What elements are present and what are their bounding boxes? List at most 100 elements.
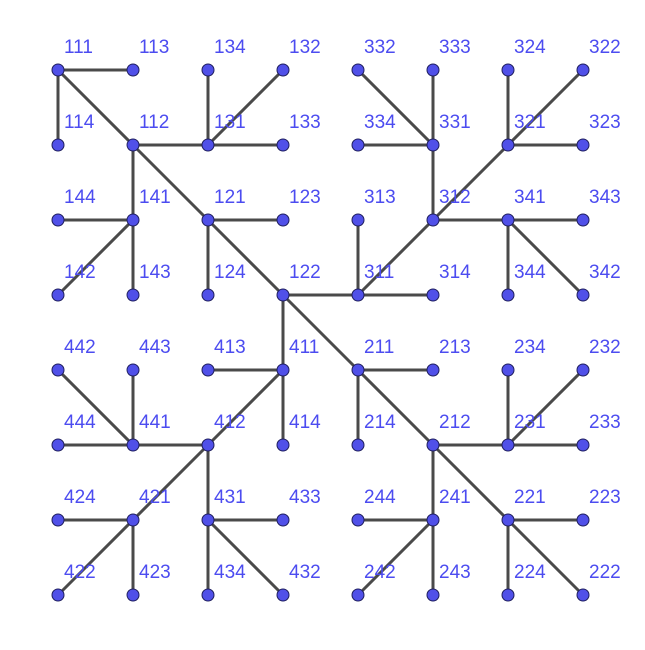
node-label-243: 243: [439, 562, 471, 583]
node-412: [201, 438, 215, 452]
edge-211-212: [356, 368, 435, 447]
node-label-344: 344: [514, 262, 546, 283]
node-121: [201, 213, 215, 227]
node-112: [126, 138, 140, 152]
node-label-143: 143: [139, 262, 171, 283]
node-label-424: 424: [64, 487, 96, 508]
edge-112-121: [131, 143, 210, 222]
edge-332-331: [356, 68, 435, 147]
node-242: [351, 588, 365, 602]
node-241: [426, 513, 440, 527]
node-label-231: 231: [514, 412, 546, 433]
node-label-331: 331: [439, 112, 471, 133]
edge-422-421: [56, 518, 135, 597]
node-label-132: 132: [289, 37, 321, 58]
node-213: [426, 363, 440, 377]
node-label-421: 421: [139, 487, 171, 508]
node-214: [351, 438, 365, 452]
node-122: [276, 288, 290, 302]
node-label-321: 321: [514, 112, 546, 133]
node-311: [351, 288, 365, 302]
node-label-113: 113: [139, 37, 169, 58]
node-111: [51, 63, 65, 77]
edge-322-321: [506, 68, 585, 147]
edge-412-421: [131, 443, 210, 522]
node-141: [126, 213, 140, 227]
node-label-233: 233: [589, 412, 621, 433]
node-label-224: 224: [514, 562, 546, 583]
node-label-241: 241: [439, 487, 471, 508]
node-211: [351, 363, 365, 377]
node-233: [576, 438, 590, 452]
node-label-242: 242: [364, 562, 396, 583]
edge-142-141: [56, 218, 135, 297]
node-444: [51, 438, 65, 452]
node-133: [276, 138, 290, 152]
node-224: [501, 588, 515, 602]
node-344: [501, 288, 515, 302]
node-341: [501, 213, 515, 227]
node-label-322: 322: [589, 37, 621, 58]
edge-122-211: [281, 293, 360, 372]
edge-121-122: [206, 218, 285, 297]
node-label-122: 122: [289, 262, 321, 283]
node-label-311: 311: [364, 262, 394, 283]
node-334: [351, 138, 365, 152]
edge-132-131: [206, 68, 285, 147]
node-label-434: 434: [214, 562, 246, 583]
node-label-431: 431: [214, 487, 246, 508]
node-label-413: 413: [214, 337, 246, 358]
node-231: [501, 438, 515, 452]
node-label-332: 332: [364, 37, 396, 58]
node-134: [201, 63, 215, 77]
node-143: [126, 288, 140, 302]
node-123: [276, 213, 290, 227]
edge-431-432: [206, 518, 285, 597]
node-label-124: 124: [214, 262, 246, 283]
node-424: [51, 513, 65, 527]
node-113: [126, 63, 140, 77]
node-label-342: 342: [589, 262, 621, 283]
node-433: [276, 513, 290, 527]
node-label-423: 423: [139, 562, 171, 583]
node-322: [576, 63, 590, 77]
node-421: [126, 513, 140, 527]
node-label-214: 214: [364, 412, 396, 433]
node-label-412: 412: [214, 412, 246, 433]
node-312: [426, 213, 440, 227]
node-332: [351, 63, 365, 77]
node-label-131: 131: [214, 112, 246, 133]
node-342: [576, 288, 590, 302]
node-label-323: 323: [589, 112, 621, 133]
node-label-314: 314: [439, 262, 471, 283]
node-label-213: 213: [439, 337, 471, 358]
node-label-133: 133: [289, 112, 321, 133]
node-321: [501, 138, 515, 152]
node-label-312: 312: [439, 187, 471, 208]
node-label-134: 134: [214, 37, 246, 58]
node-label-234: 234: [514, 337, 546, 358]
node-label-141: 141: [139, 187, 171, 208]
node-411: [276, 363, 290, 377]
edge-layer: [56, 68, 585, 597]
node-441: [126, 438, 140, 452]
node-413: [201, 363, 215, 377]
node-label-221: 221: [514, 487, 546, 508]
node-label-444: 444: [64, 412, 96, 433]
node-label-324: 324: [514, 37, 546, 58]
node-label-333: 333: [439, 37, 471, 58]
node-423: [126, 588, 140, 602]
node-442: [51, 363, 65, 377]
node-223: [576, 513, 590, 527]
node-431: [201, 513, 215, 527]
node-142: [51, 288, 65, 302]
node-layer: [51, 63, 590, 602]
node-label-111: 111: [64, 37, 93, 58]
node-label-112: 112: [139, 112, 169, 133]
node-label-211: 211: [364, 337, 394, 358]
node-label-121: 121: [214, 187, 246, 208]
node-label-441: 441: [139, 412, 171, 433]
node-234: [501, 363, 515, 377]
node-label-442: 442: [64, 337, 96, 358]
